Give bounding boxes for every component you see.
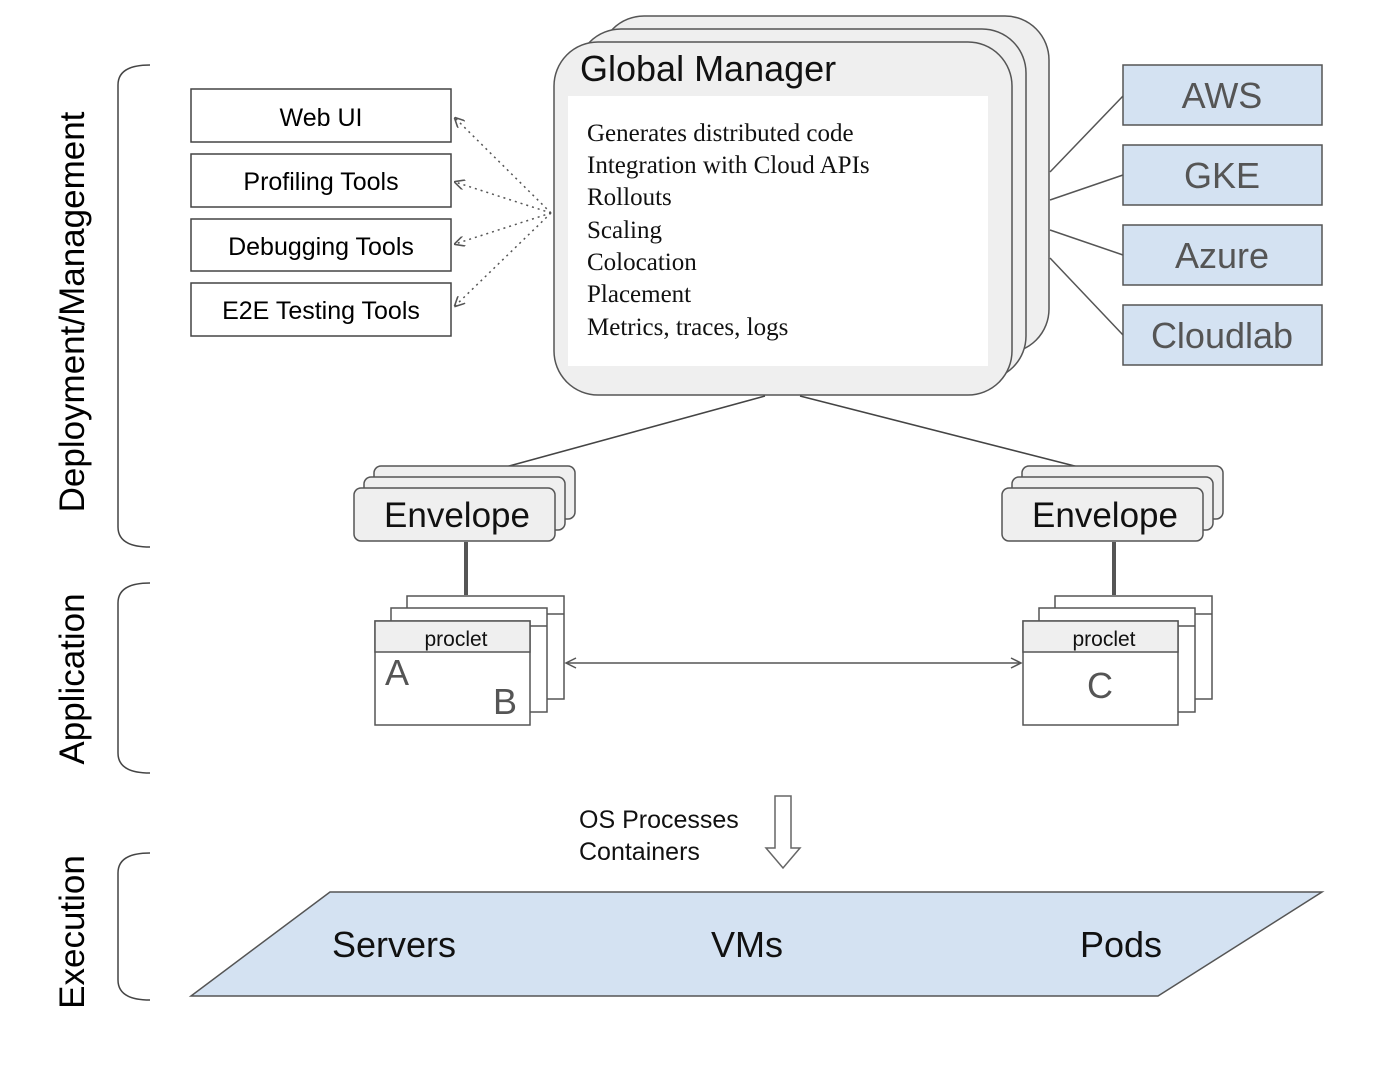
gm-feature-1: Generates distributed code bbox=[587, 120, 854, 147]
cloud-gke-label: GKE bbox=[1184, 155, 1260, 196]
envelope-right: Envelope bbox=[1001, 465, 1224, 542]
proclet-left-header: proclet bbox=[424, 628, 487, 651]
tool-profiling-label: Profiling Tools bbox=[243, 168, 398, 196]
tool-e2e-testing-label: E2E Testing Tools bbox=[222, 297, 420, 325]
down-arrow-icon bbox=[764, 795, 802, 870]
gm-feature-4: Scaling bbox=[587, 217, 662, 244]
envelope-right-label: Envelope bbox=[1032, 496, 1178, 535]
envelope-left-label: Envelope bbox=[384, 496, 530, 535]
proclet-component-a: A bbox=[385, 652, 409, 693]
deployment-bracket bbox=[117, 64, 151, 548]
gm-feature-3: Rollouts bbox=[587, 184, 672, 211]
exec-vms-label: VMs bbox=[711, 924, 783, 965]
cloud-azure-label: Azure bbox=[1175, 235, 1269, 276]
tool-e2e-testing: E2E Testing Tools bbox=[190, 282, 452, 337]
proclet-component-c: C bbox=[1087, 665, 1113, 706]
proclet-right: proclet C bbox=[1022, 595, 1213, 726]
envelope-connectors bbox=[479, 395, 1111, 476]
envelope-left: Envelope bbox=[353, 465, 576, 542]
execution-platform: Servers VMs Pods bbox=[188, 891, 1325, 997]
execution-section-label: Execution bbox=[53, 855, 92, 1009]
cloud-cloudlab-label: Cloudlab bbox=[1151, 315, 1293, 356]
gm-feature-7: Metrics, traces, logs bbox=[587, 314, 788, 341]
tool-web-ui-label: Web UI bbox=[280, 104, 363, 132]
application-bracket bbox=[117, 582, 151, 774]
exec-servers-label: Servers bbox=[332, 924, 456, 965]
proclet-link-arrow bbox=[564, 657, 1023, 669]
gm-feature-6: Placement bbox=[587, 281, 691, 308]
proclet-component-b: B bbox=[493, 681, 517, 722]
cloud-aws-label: AWS bbox=[1182, 75, 1263, 116]
tool-profiling: Profiling Tools bbox=[190, 153, 452, 208]
execution-bracket bbox=[117, 852, 151, 1001]
cloud-cloudlab: Cloudlab bbox=[1122, 304, 1323, 366]
tool-connectors bbox=[455, 118, 552, 306]
gm-feature-5: Colocation bbox=[587, 249, 697, 276]
application-section-label: Application bbox=[53, 593, 92, 764]
tool-debugging: Debugging Tools bbox=[190, 218, 452, 272]
cloud-gke: GKE bbox=[1122, 144, 1323, 206]
cloud-azure: Azure bbox=[1122, 224, 1323, 286]
envelope-proclet-stems bbox=[464, 542, 1116, 595]
exec-pods-label: Pods bbox=[1080, 924, 1162, 965]
proclet-right-header: proclet bbox=[1072, 628, 1135, 651]
gm-feature-2: Integration with Cloud APIs bbox=[587, 152, 870, 179]
global-manager: Global Manager Generates distributed cod… bbox=[553, 15, 1050, 396]
tool-debugging-label: Debugging Tools bbox=[228, 233, 414, 261]
proclet-left: proclet A B bbox=[374, 595, 565, 726]
deployment-section-label: Deployment/Management bbox=[53, 111, 92, 512]
cloud-connectors bbox=[1049, 95, 1124, 336]
transition-line-2: Containers bbox=[579, 838, 700, 866]
global-manager-title: Global Manager bbox=[580, 48, 836, 89]
transition-line-1: OS Processes bbox=[579, 806, 739, 834]
tool-web-ui: Web UI bbox=[190, 88, 452, 143]
cloud-aws: AWS bbox=[1122, 64, 1323, 126]
